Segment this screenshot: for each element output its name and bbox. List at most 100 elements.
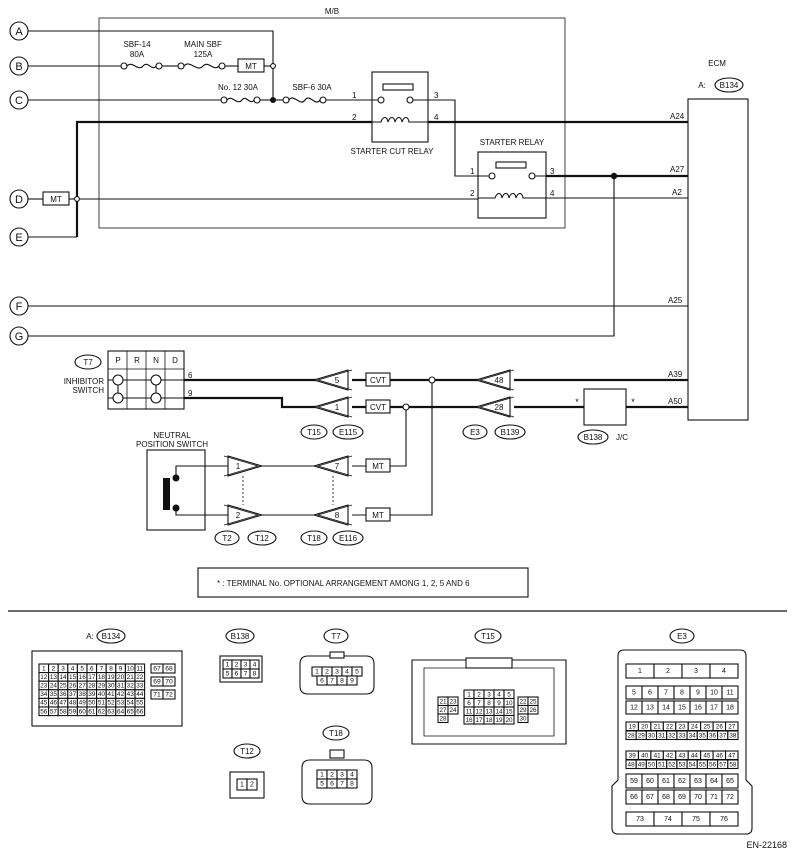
svg-text:17: 17 (475, 717, 483, 724)
b134-pin-28: 28 (86, 680, 98, 691)
svg-text:22: 22 (136, 674, 144, 681)
t2-pin-2: 2 (236, 511, 241, 520)
b134-pin-36: 36 (57, 689, 69, 699)
svg-text:31: 31 (117, 683, 125, 690)
svg-text:54: 54 (689, 761, 697, 768)
svg-text:22: 22 (666, 723, 674, 730)
e3-pin-21: 21 (650, 721, 664, 732)
svg-text:46: 46 (716, 752, 724, 759)
e3-pin-23: 23 (675, 721, 689, 732)
svg-text:63: 63 (107, 708, 115, 715)
svg-text:7: 7 (100, 665, 104, 672)
e3-pin-45: 45 (700, 750, 714, 761)
b134-pin-44: 44 (134, 689, 146, 699)
svg-text:1: 1 (320, 772, 324, 779)
svg-text:37: 37 (719, 732, 727, 739)
svg-text:1: 1 (42, 665, 46, 672)
svg-text:23: 23 (40, 683, 48, 690)
svg-text:14: 14 (662, 705, 670, 712)
b134-pin-17: 17 (86, 672, 98, 682)
sr-pin-1: 1 (470, 167, 475, 176)
svg-text:3: 3 (340, 772, 344, 779)
svg-text:23: 23 (678, 723, 686, 730)
b134-pin-37: 37 (67, 689, 78, 699)
svg-text:45: 45 (40, 700, 48, 707)
e3-pin-28: 28 (625, 730, 637, 741)
svg-text:68: 68 (165, 666, 173, 673)
connector-t18-pin7 (312, 455, 353, 477)
t15-pin-20: 20 (503, 714, 515, 725)
svg-text:49: 49 (79, 700, 87, 707)
svg-text:15: 15 (69, 674, 77, 681)
b134-pin-38: 38 (76, 689, 88, 699)
svg-text:66: 66 (136, 708, 144, 715)
ecm-pin-a24: A24 (670, 112, 685, 121)
e3-pin-31: 31 (655, 730, 668, 741)
svg-text:15: 15 (505, 708, 513, 715)
t15-pin-6: 6 (463, 697, 475, 708)
t15-pin-3: 3 (483, 689, 495, 700)
b134-pin-20: 20 (115, 672, 126, 682)
b134-pin-7: 7 (96, 663, 107, 674)
svg-text:5: 5 (355, 669, 359, 676)
e3-pin-40: 40 (637, 750, 652, 761)
e3-pin-59: 59 (625, 773, 643, 789)
svg-text:26: 26 (529, 707, 537, 714)
sbf6-fuse-label: SBF-6 30A (292, 83, 332, 92)
t18-pin-8: 8 (346, 778, 358, 789)
main-sbf-rating: 125A (194, 50, 213, 59)
input-f: F (9, 296, 29, 316)
t12-pin-2: 2 (246, 778, 258, 791)
svg-text:73: 73 (636, 816, 644, 823)
svg-text:25: 25 (529, 698, 537, 705)
connector-t15-pin5 (312, 369, 353, 391)
e3-pin-60: 60 (641, 773, 659, 789)
b134-pin-66: 66 (134, 706, 146, 717)
svg-text:24: 24 (50, 683, 58, 690)
svg-text:45: 45 (703, 752, 711, 759)
t15-pin-9: 9 (493, 697, 505, 708)
e3-pin-65: 65 (721, 773, 739, 789)
ecm-connector-name: B134 (720, 81, 739, 90)
jc-star-left: * (575, 397, 579, 407)
svg-text:59: 59 (69, 708, 77, 715)
e3-pin-5: 5 (625, 685, 643, 700)
t15-pin-16: 16 (463, 714, 475, 725)
e3-pin-47: 47 (725, 750, 739, 761)
wire-e-bus (75, 120, 372, 237)
t7-pin-4: 4 (341, 666, 353, 677)
svg-text:72: 72 (165, 692, 173, 699)
svg-text:20: 20 (641, 723, 649, 730)
e3-pin-46: 46 (712, 750, 727, 761)
svg-text:34: 34 (689, 732, 697, 739)
starter-cut-relay-contact (382, 83, 414, 91)
svg-text:19: 19 (495, 717, 503, 724)
inhibitor-pos-d: D (172, 356, 178, 365)
svg-text:1: 1 (467, 691, 471, 698)
b138-pin-7: 7 (240, 668, 251, 679)
svg-text:41: 41 (654, 752, 662, 759)
svg-text:39: 39 (629, 752, 637, 759)
b138-pin-5: 5 (222, 668, 233, 679)
t7-pin-9: 9 (346, 675, 358, 686)
b134-pin-30: 30 (105, 680, 117, 691)
t7-pin-1: 1 (311, 666, 323, 677)
b134-pin-59: 59 (67, 706, 78, 717)
svg-text:40: 40 (98, 691, 106, 698)
connector-e3-pin28 (474, 396, 515, 418)
b134-pin-22: 22 (134, 672, 146, 682)
svg-text:28: 28 (88, 683, 96, 690)
b134-pin-6: 6 (86, 663, 98, 674)
t18-pin-5: 5 (316, 778, 328, 789)
t18-pin-8: 8 (335, 511, 340, 520)
e3-pin-68: 68 (657, 789, 675, 805)
mt-label-b: MT (245, 62, 257, 71)
jc-connector-name: B138 (584, 433, 603, 442)
b134-pin-45: 45 (38, 697, 50, 708)
starter-cut-relay-coil (372, 116, 428, 123)
ecm-box (687, 98, 749, 421)
b138-pin-4: 4 (249, 659, 260, 670)
b138-pin-2: 2 (231, 659, 242, 670)
view-t12-title: T12 (240, 747, 254, 756)
svg-text:6: 6 (467, 700, 471, 707)
